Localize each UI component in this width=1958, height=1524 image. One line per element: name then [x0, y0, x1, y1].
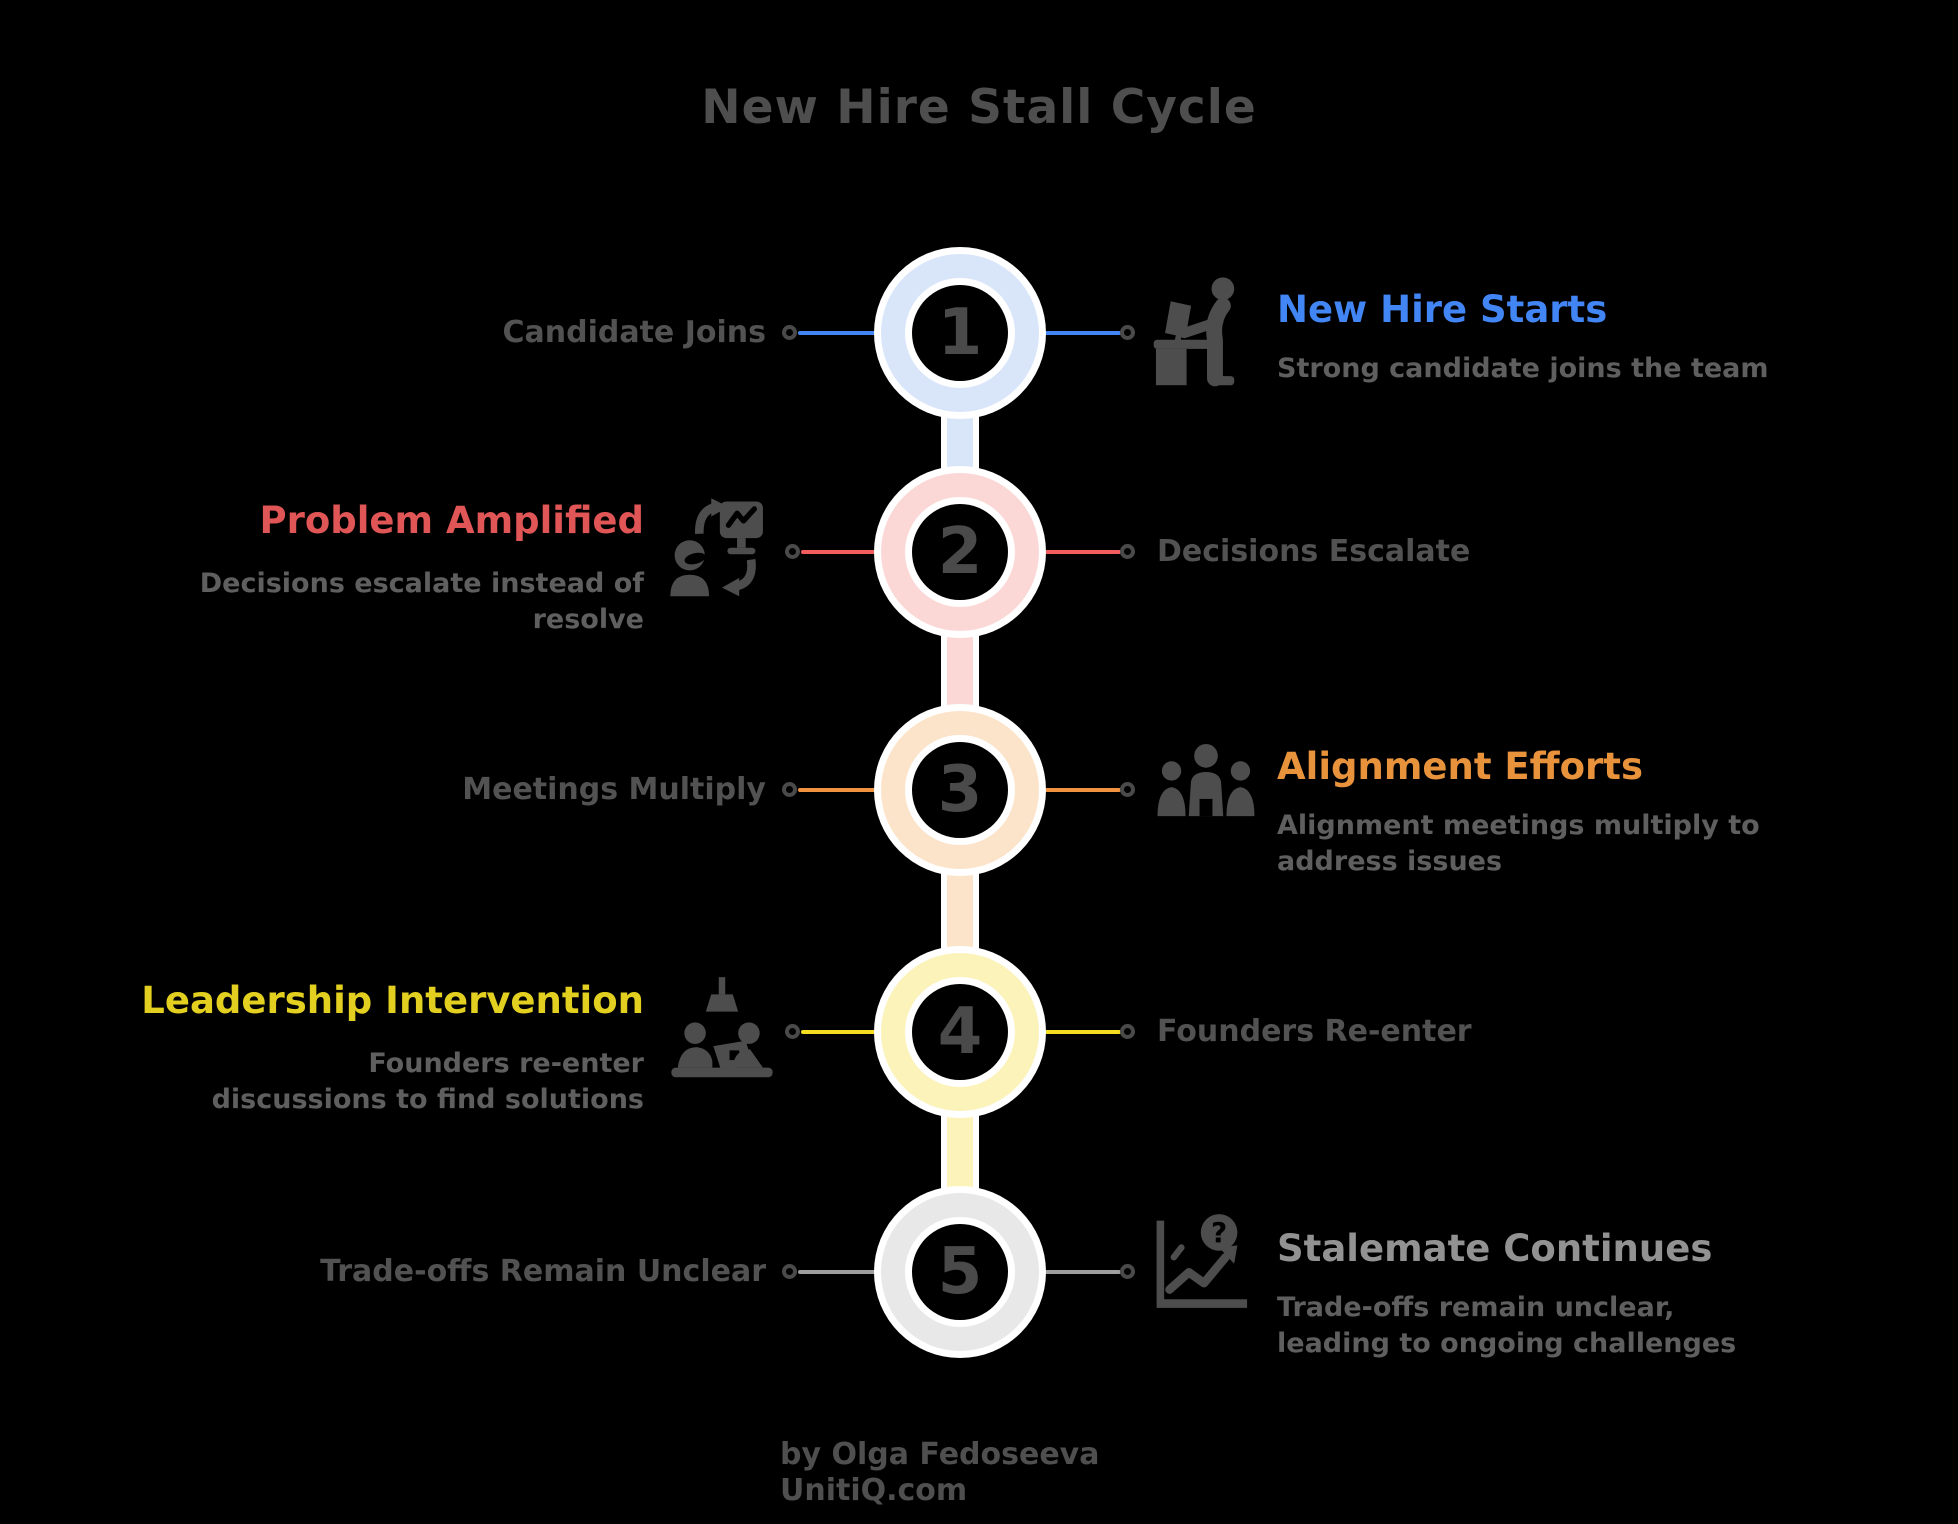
step5-description: Trade-offs remain unclear, leading to on… [1277, 1292, 1737, 1359]
step2-right-label: Decisions Escalate [1157, 534, 1471, 569]
step-ring-2: 2 [881, 473, 1039, 631]
step-ring-3: 3 [881, 711, 1039, 869]
step-number-5: 5 [912, 1224, 1008, 1320]
step5-right-endpoint [1120, 1264, 1135, 1279]
step-node-3: 3 [874, 704, 1046, 876]
step1-title: New Hire Starts [1277, 288, 1608, 331]
step2-left-endpoint [785, 544, 800, 559]
meeting-group-icon [1150, 730, 1262, 842]
step5-left-line [798, 1270, 876, 1274]
step2-left-line [801, 550, 876, 554]
step1-right-line [1045, 331, 1121, 335]
step-ring-5: 5 [881, 1193, 1039, 1351]
workstation-icon [1148, 274, 1266, 392]
step5-left-endpoint [782, 1264, 797, 1279]
leadership-discussion-icon [666, 972, 778, 1090]
step-number-3: 3 [912, 742, 1008, 838]
step3-left-label: Meetings Multiply [462, 772, 766, 807]
step-number-4: 4 [912, 984, 1008, 1080]
escalation-sync-icon [666, 492, 778, 610]
step2-description: Decisions escalate instead of resolve [199, 568, 644, 635]
page-title: New Hire Stall Cycle [701, 80, 1257, 135]
step3-description: Alignment meetings multiply to address i… [1277, 810, 1760, 877]
step3-left-line [798, 788, 876, 792]
unclear-chart-icon: ? [1148, 1212, 1260, 1324]
step1-left-label: Candidate Joins [502, 315, 767, 350]
step4-left-endpoint [785, 1024, 800, 1039]
step-ring-1: 1 [881, 254, 1039, 412]
footer-byline: by Olga Fedoseeva [780, 1437, 1100, 1472]
step3-right-line [1045, 788, 1121, 792]
step-number-2: 2 [912, 504, 1008, 600]
step1-description: Strong candidate joins the team [1277, 353, 1769, 384]
step4-title: Leadership Intervention [141, 979, 644, 1022]
step-node-1: 1 [874, 247, 1046, 419]
step4-right-line [1045, 1030, 1121, 1034]
step4-right-endpoint [1120, 1024, 1135, 1039]
step1-right-endpoint [1120, 325, 1135, 340]
step2-right-line [1045, 550, 1121, 554]
step2-title: Problem Amplified [259, 499, 644, 542]
step4-left-line [801, 1030, 876, 1034]
step-number-1: 1 [912, 285, 1008, 381]
step-ring-4: 4 [881, 953, 1039, 1111]
step5-right-line [1045, 1270, 1121, 1274]
step1-left-endpoint [782, 325, 797, 340]
step-node-5: 5 [874, 1186, 1046, 1358]
step5-left-label: Trade-offs Remain Unclear [320, 1254, 766, 1289]
svg-text:?: ? [1211, 1216, 1227, 1249]
footer-site: UnitiQ.com [780, 1473, 968, 1508]
step-node-2: 2 [874, 466, 1046, 638]
step1-left-line [798, 331, 876, 335]
step-node-4: 4 [874, 946, 1046, 1118]
step4-right-label: Founders Re-enter [1157, 1014, 1472, 1049]
step4-description: Founders re-enter discussions to find so… [211, 1048, 644, 1115]
step3-title: Alignment Efforts [1277, 745, 1644, 788]
step5-title: Stalemate Continues [1277, 1227, 1713, 1270]
step3-right-endpoint [1120, 782, 1135, 797]
step2-right-endpoint [1120, 544, 1135, 559]
step3-left-endpoint [782, 782, 797, 797]
